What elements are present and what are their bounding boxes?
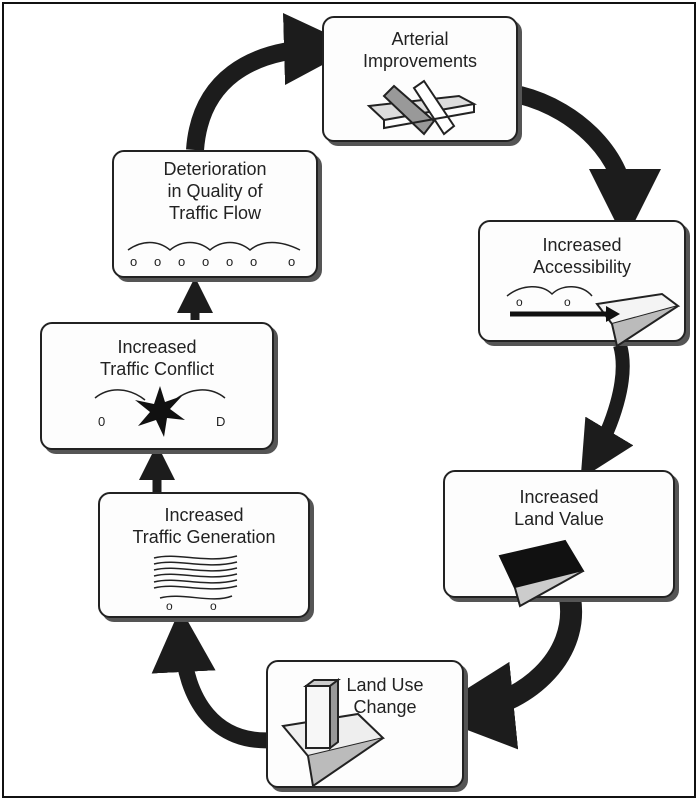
node-arterial-improvements: Arterial Improvements [322, 16, 518, 142]
svg-text:o: o [178, 254, 185, 269]
car-on-road-icon: o o [506, 286, 681, 348]
svg-text:D: D [216, 414, 225, 429]
node-label: Deterioration in Quality of Traffic Flow [163, 159, 267, 223]
svg-text:o: o [166, 599, 173, 613]
traffic-waves-icon: o o [153, 555, 238, 613]
node-increased-traffic-conflict: Increased Traffic Conflict 0 D [40, 322, 274, 450]
svg-text:o: o [288, 254, 295, 269]
node-land-use-change: Land Use Change [266, 660, 464, 788]
node-increased-accessibility: Increased Accessibility o o [478, 220, 686, 348]
node-increased-traffic-generation: Increased Traffic Generation o o [98, 492, 310, 618]
svg-text:o: o [516, 295, 523, 309]
arrow-deterioration-to-arterial [186, 13, 356, 151]
arrow-arterial-to-accessibility [517, 86, 661, 241]
svg-text:o: o [564, 295, 571, 309]
arrow-accessibility-to-land-value [580, 343, 634, 480]
node-label: Increased Traffic Conflict [99, 337, 215, 379]
svg-text:0: 0 [98, 414, 105, 429]
node-deterioration-traffic-flow: Deterioration in Quality of Traffic Flow… [112, 150, 318, 278]
svg-text:o: o [154, 254, 161, 269]
node-label: Arterial Improvements [362, 29, 478, 71]
svg-text:o: o [130, 254, 137, 269]
collision-icon: 0 D [94, 386, 226, 437]
land-parcel-icon [498, 539, 585, 608]
node-increased-land-value: Increased Land Value [443, 470, 675, 608]
svg-text:o: o [210, 599, 217, 613]
arrow-land-value-to-land-use [426, 596, 583, 750]
node-label: Land Use Change [346, 675, 424, 717]
congested-cars-icon: o o o o o o o [127, 241, 301, 269]
svg-text:o: o [202, 254, 209, 269]
node-label: Increased Traffic Generation [132, 505, 276, 547]
node-label: Increased Land Value [514, 487, 604, 529]
road-interchange-icon [366, 79, 478, 136]
svg-text:o: o [226, 254, 233, 269]
arrow-land-use-to-generation [151, 608, 276, 749]
building-icon [281, 678, 386, 786]
node-label: Increased Accessibility [532, 235, 632, 277]
svg-text:o: o [250, 254, 257, 269]
